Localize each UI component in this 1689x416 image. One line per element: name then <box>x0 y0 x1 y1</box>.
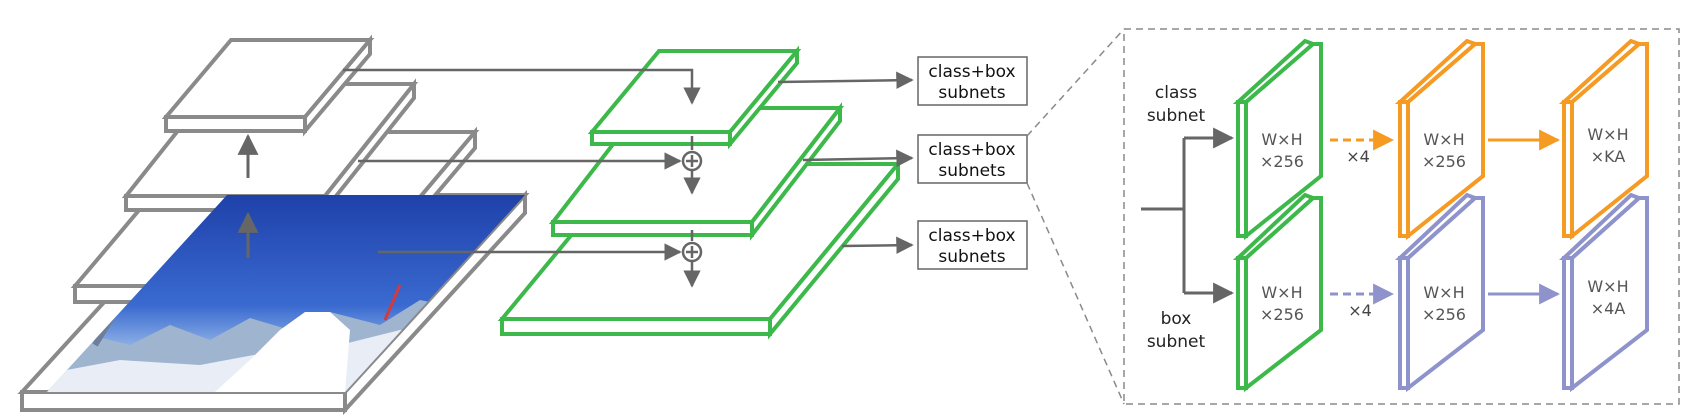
subnet-box-label: subnets <box>938 83 1005 103</box>
zoom-leaders <box>1026 28 1125 405</box>
class-panel-1 <box>1232 38 1323 241</box>
box-panel-2 <box>1394 192 1485 393</box>
panel-label: ×256 <box>1422 305 1466 324</box>
fpn-to-subnet-arrows <box>777 71 914 254</box>
panel-label: W×H <box>1261 130 1302 149</box>
backbone-level-1 <box>161 34 375 137</box>
fpn-pyramid <box>497 45 903 340</box>
arrow-icon <box>343 68 701 105</box>
class-panel-3 <box>1558 38 1649 241</box>
subnet-detail-panel: class subnet box subnet W×H ×256 ×4 W×H … <box>1123 28 1680 405</box>
panel-label: ×4A <box>1591 299 1626 318</box>
repeat-label: ×4 <box>1346 147 1370 166</box>
class-panel-2 <box>1394 38 1485 241</box>
subnet-box-label: subnets <box>938 247 1005 267</box>
panel-label: ×256 <box>1260 152 1304 171</box>
class-subnet-label: subnet <box>1147 106 1206 126</box>
dashed-frame <box>1123 28 1680 405</box>
panel-label: ×256 <box>1260 305 1304 324</box>
panel-label: ×256 <box>1422 152 1466 171</box>
subnet-box-label: class+box <box>928 140 1015 160</box>
subnet-box-3: class+box subnets <box>917 220 1028 270</box>
branch-arrows <box>1141 127 1235 304</box>
subnet-box-label: class+box <box>928 62 1015 82</box>
panel-label: W×H <box>1587 277 1628 296</box>
arrow-icon <box>802 149 914 168</box>
panel-label: W×H <box>1423 283 1464 302</box>
panel-label: ×KA <box>1591 147 1626 166</box>
box-panel-1 <box>1232 192 1323 393</box>
subnet-box-label: class+box <box>928 226 1015 246</box>
subnet-box-label: subnets <box>938 161 1005 181</box>
box-subnet-label: box <box>1161 309 1192 329</box>
arrow-icon <box>777 71 914 89</box>
box-panel-3 <box>1558 192 1649 393</box>
arrow-icon <box>841 236 914 254</box>
subnet-box-1: class+box subnets <box>917 56 1028 106</box>
panel-label: W×H <box>1587 125 1628 144</box>
topdown-path <box>681 136 703 288</box>
lateral-connections <box>343 68 701 261</box>
class-subnet-label: class <box>1155 83 1197 103</box>
subnet-box-2: class+box subnets <box>917 134 1028 184</box>
repeat-label: ×4 <box>1348 301 1372 320</box>
panel-label: W×H <box>1261 283 1302 302</box>
box-subnet-label: subnet <box>1147 332 1206 352</box>
panel-label: W×H <box>1423 130 1464 149</box>
